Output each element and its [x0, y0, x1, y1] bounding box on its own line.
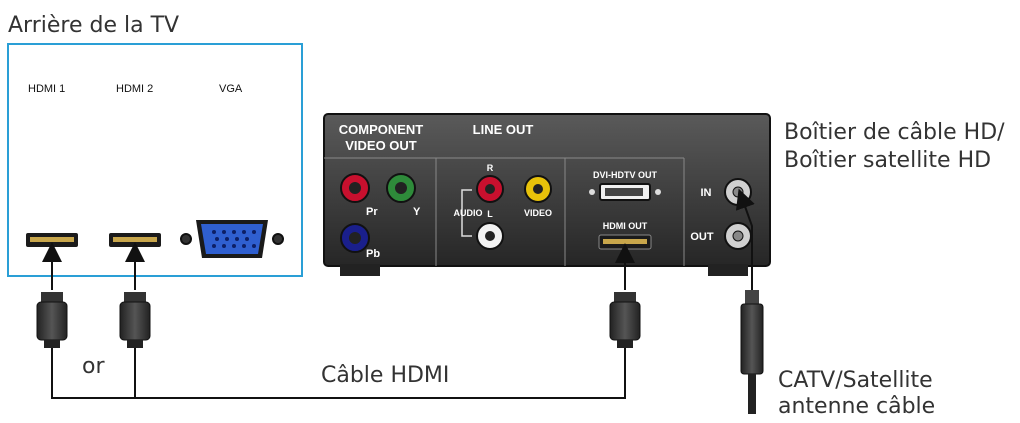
vga-port-icon [180, 220, 284, 258]
hdmi-port-icon [26, 233, 78, 247]
dvi-label: DVI-HDTV OUT [593, 170, 658, 180]
component-label-1: COMPONENT [339, 122, 424, 137]
cable-box-foot-left [340, 264, 380, 276]
hdmi-plug-icon [609, 292, 641, 348]
arrow-up-icon [735, 188, 755, 290]
video-label: VIDEO [524, 208, 552, 218]
rca-jack-icon [524, 175, 552, 203]
rca-jack-icon [476, 222, 504, 250]
coax-jack-icon [724, 178, 752, 206]
coax-jack-icon [724, 222, 752, 250]
or-label: or [82, 354, 105, 379]
y-label: Y [413, 206, 421, 218]
hdmi-out-label: HDMI OUT [603, 221, 648, 231]
hdmi-cable-label: Câble HDMI [321, 363, 449, 388]
hdmi-port-icon [598, 234, 652, 250]
r-label: R [487, 163, 494, 173]
hdmi-cable-line [51, 348, 626, 399]
hdmi-plug-icon [36, 292, 68, 348]
antenna-label-2: antenne câble [778, 394, 935, 419]
rca-jack-icon [476, 175, 504, 203]
coax-plug-icon [740, 290, 764, 414]
component-label-2: VIDEO OUT [345, 138, 417, 153]
pr-label: Pr [366, 206, 378, 218]
audio-label: AUDIO [454, 208, 483, 218]
tv-port-label-hdmi1: HDMI 1 [28, 83, 65, 95]
rca-jack-icon [340, 173, 370, 203]
l-label: L [487, 209, 493, 219]
out-label: OUT [690, 231, 714, 243]
hdmi-port-icon [109, 233, 161, 247]
tv-title: Arrière de la TV [8, 13, 179, 38]
rca-jack-icon [340, 223, 370, 253]
pb-label: Pb [366, 248, 380, 260]
line-out-label: LINE OUT [473, 122, 534, 137]
cable-box-foot-right [708, 264, 748, 276]
antenna-label-1: CATV/Satellite [778, 368, 933, 393]
rca-jack-icon [386, 173, 416, 203]
tv-port-label-vga: VGA [219, 83, 243, 95]
hdmi-plug-icon [119, 292, 151, 348]
box-name-line1: Boîtier de câble HD/ [784, 120, 1005, 145]
tv-port-label-hdmi2: HDMI 2 [116, 83, 153, 95]
box-name-line2: Boîtier satellite HD [784, 148, 991, 173]
in-label: IN [701, 187, 712, 199]
dvi-port-icon [589, 183, 661, 201]
